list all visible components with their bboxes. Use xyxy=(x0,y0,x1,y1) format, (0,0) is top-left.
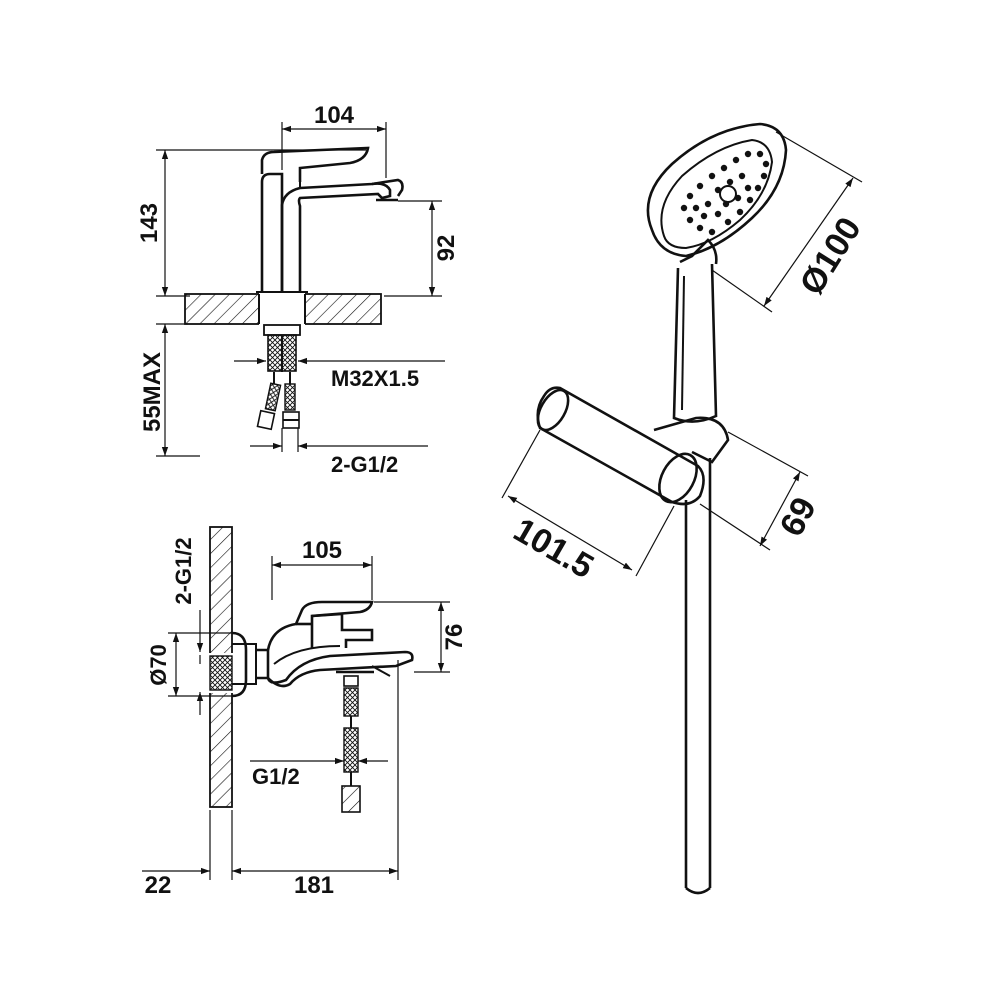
hand-shower-view: Ø100 101.5 69 xyxy=(501,122,869,895)
basin-inlet-hoses xyxy=(256,372,300,431)
bath-mixer-body xyxy=(266,600,414,688)
bath-outlet-dimension: G1/2 xyxy=(250,757,388,789)
shower-hose xyxy=(684,458,712,895)
bath-projection-label: 181 xyxy=(294,872,334,899)
basin-height-dimension: 143 xyxy=(136,149,366,297)
shower-holder xyxy=(536,386,730,506)
basin-inlets-label: 2-G1/2 xyxy=(331,452,398,477)
basin-faucet-body xyxy=(256,146,404,293)
basin-inlets-dimension: 2-G1/2 xyxy=(250,428,428,477)
bath-outlet-label: G1/2 xyxy=(252,764,300,789)
basin-height-label: 143 xyxy=(136,203,163,243)
bath-flange-label: Ø70 xyxy=(146,644,171,686)
basin-width-label: 104 xyxy=(314,102,355,129)
bath-width-label: 105 xyxy=(302,537,342,564)
bath-depth-dimension: 22 181 xyxy=(142,660,399,899)
shower-head-nozzles xyxy=(680,150,770,236)
bath-inlets-dimension: 2-G1/2 xyxy=(171,537,204,715)
basin-mixer-view: 104 143 92 55MAX M32X1.5 xyxy=(136,102,460,477)
basin-max-thickness-label: 55MAX xyxy=(139,352,166,432)
bath-wall-depth-label: 22 xyxy=(145,872,172,899)
basin-width-dimension: 104 xyxy=(281,102,387,178)
bath-width-dimension: 105 xyxy=(271,537,373,600)
head-diameter-label: Ø100 xyxy=(793,211,869,302)
bath-flange-dimension: Ø70 xyxy=(146,632,232,697)
basin-thread-label: M32X1.5 xyxy=(331,366,419,391)
holder-height-label: 69 xyxy=(773,491,824,542)
bath-wall-flange xyxy=(231,631,270,698)
shower-handle xyxy=(672,238,718,423)
holder-length-label: 101.5 xyxy=(507,511,600,586)
bath-height-label: 76 xyxy=(441,624,468,651)
bath-inlets-label: 2-G1/2 xyxy=(171,537,196,604)
basin-spout-height-dimension: 92 xyxy=(384,200,460,297)
bath-outlet-connector xyxy=(341,675,361,813)
basin-mounting-thread xyxy=(263,324,301,372)
basin-max-thickness-dimension: 55MAX xyxy=(139,323,200,457)
holder-height-dimension: 69 xyxy=(699,431,824,551)
basin-thread-dimension: M32X1.5 xyxy=(234,357,445,391)
shower-head xyxy=(646,122,788,258)
basin-spout-height-label: 92 xyxy=(433,235,460,262)
bath-height-dimension: 76 xyxy=(374,601,468,673)
bath-mixer-view: 105 76 2-G1/2 Ø70 G1/2 xyxy=(142,526,468,899)
